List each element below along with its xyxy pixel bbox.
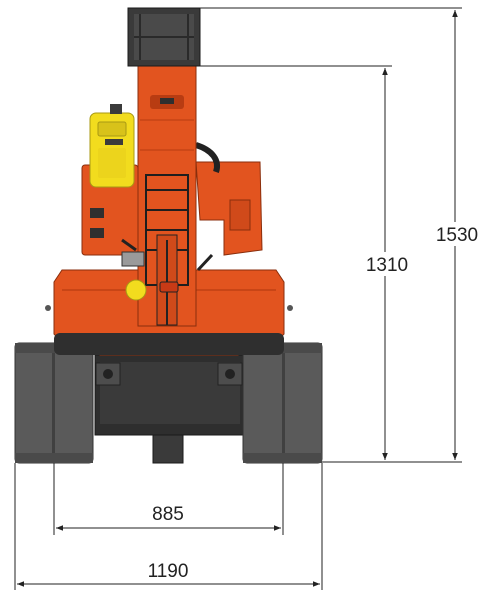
boom-arm (137, 65, 197, 327)
fuel-tank (89, 104, 135, 188)
excavator-drawing (14, 7, 323, 464)
left-track (14, 342, 94, 464)
undercarriage (94, 354, 246, 464)
overall-width-label: 1190 (148, 561, 189, 582)
right-track (242, 342, 323, 464)
operator-controls (121, 238, 214, 301)
arm-height-label: 1310 (366, 255, 408, 276)
bucket (127, 7, 201, 67)
track-gauge-label: 885 (152, 504, 184, 525)
total-height-label: 1530 (436, 225, 478, 246)
